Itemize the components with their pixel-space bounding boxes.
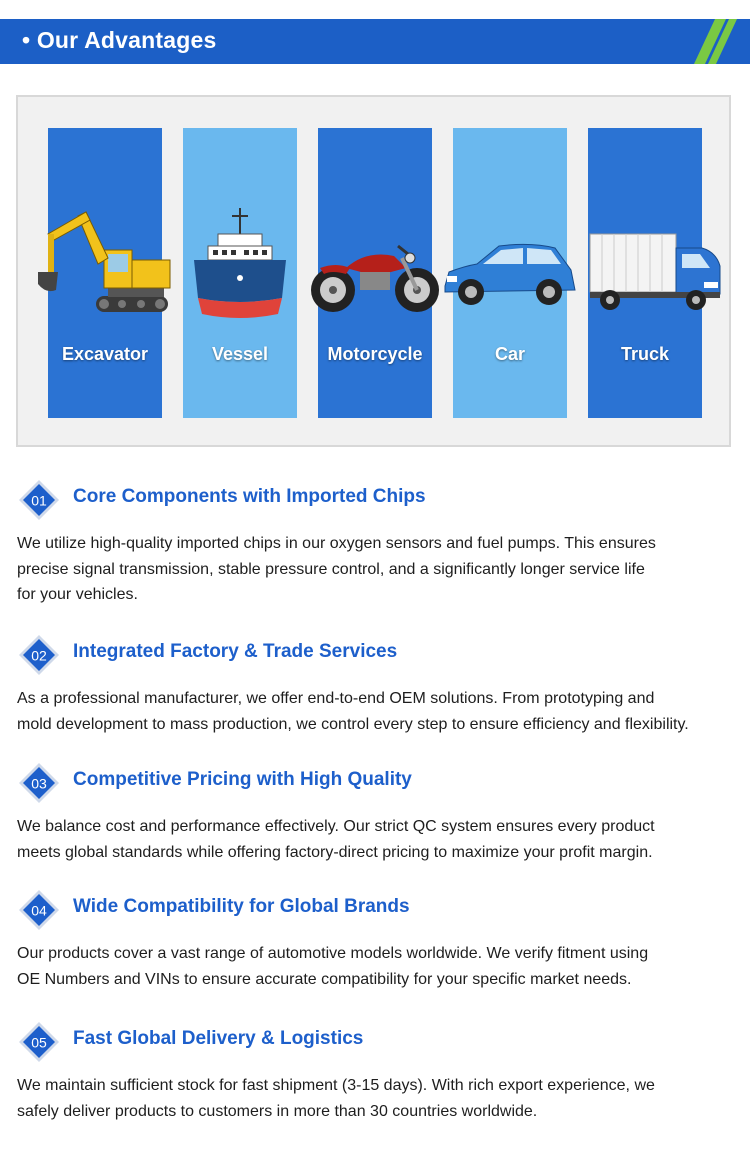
vehicle-card-excavator: Excavator <box>38 128 171 418</box>
svg-text:04: 04 <box>31 903 47 919</box>
advantage-description: As a professional manufacturer, we offer… <box>17 690 689 733</box>
number-badge-icon: 04 <box>19 890 59 930</box>
advantage-description: We balance cost and performance effectiv… <box>17 818 655 861</box>
vehicle-label: Vessel <box>211 344 269 364</box>
advantage-title: Wide Compatibility for Global Brands <box>73 896 410 917</box>
svg-text:03: 03 <box>31 776 47 792</box>
vehicle-card-truck: Truck <box>588 128 721 418</box>
vehicle-card-vessel: Vessel <box>183 128 297 418</box>
advantage-description: Our products cover a vast range of autom… <box>17 945 649 988</box>
advantage-title: Competitive Pricing with High Quality <box>73 769 412 790</box>
vehicle-panel: Excavator Vessel <box>16 95 731 447</box>
section-header: • Our Advantages <box>0 19 750 64</box>
advantage-description: We utilize high-quality imported chips i… <box>17 535 656 603</box>
advantage-title: Integrated Factory & Trade Services <box>73 641 398 662</box>
number-badge-icon: 03 <box>19 763 59 803</box>
stripes-decoration-icon <box>694 19 737 64</box>
car-icon <box>444 243 576 305</box>
vehicle-label: Motorcycle <box>327 344 423 364</box>
vehicle-label: Truck <box>620 344 670 364</box>
advantage-title: Core Components with Imported Chips <box>73 486 426 507</box>
excavator-icon <box>38 211 171 312</box>
advantage-description: We maintain sufficient stock for fast sh… <box>17 1077 655 1120</box>
advantage-title: Fast Global Delivery & Logistics <box>73 1028 364 1049</box>
number-badge-icon: 01 <box>19 480 59 520</box>
vehicle-card-motorcycle: Motorcycle <box>311 128 439 418</box>
vehicle-card-car: Car <box>444 128 576 418</box>
svg-text:02: 02 <box>31 648 47 664</box>
svg-text:05: 05 <box>31 1035 47 1051</box>
svg-text:01: 01 <box>31 493 47 509</box>
page-title: • Our Advantages <box>22 27 217 53</box>
number-badge-icon: 05 <box>19 1022 59 1062</box>
vehicle-label: Excavator <box>61 344 149 364</box>
motorcycle-icon <box>311 244 439 312</box>
vessel-icon <box>194 208 286 318</box>
number-badge-icon: 02 <box>19 635 59 675</box>
vehicle-label: Car <box>494 344 525 364</box>
truck-icon <box>589 233 721 310</box>
